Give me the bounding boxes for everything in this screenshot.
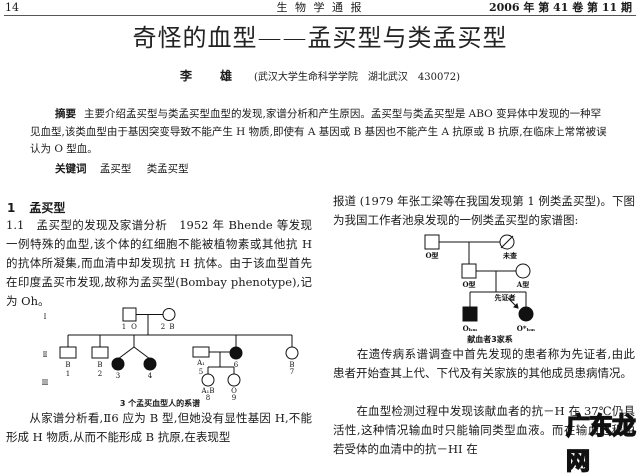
- svg-text:5: 5: [199, 368, 203, 376]
- svg-text:先证者: 先证者: [495, 293, 516, 302]
- svg-text:O: O: [131, 323, 137, 331]
- abstract: 摘要主要介绍孟买型与类孟买型血型的发现,家谱分析和产生原因。孟买型与类孟买型是 …: [30, 106, 610, 159]
- keyword: 类孟买型: [146, 163, 189, 175]
- svg-text:A₁: A₁: [196, 359, 205, 367]
- svg-text:9: 9: [232, 394, 236, 400]
- svg-text:Oₕₘ: Oₕₘ: [463, 324, 478, 333]
- site-watermark: 广东龙网: [565, 411, 636, 475]
- pedigree-male-symbol: [122, 307, 137, 322]
- svg-text:Ⅱ: Ⅱ: [43, 351, 48, 359]
- svg-text:O*ₕₘ: O*ₕₘ: [517, 324, 536, 333]
- svg-text:7: 7: [290, 368, 294, 376]
- svg-text:Ⅰ: Ⅰ: [44, 313, 47, 321]
- svg-text:A₁B: A₁B: [200, 387, 214, 395]
- left-paragraph-2: 从家谱分析看,Ⅱ6 应为 B 型,但她没有显性基因 H,不能形成 H 物质,从而…: [6, 411, 312, 444]
- right-paragraph-1: 在遗传病系谱调查中首先发现的患者称为先证者,由此患者开始查其上代、下代及有关家族…: [333, 347, 635, 380]
- article-title: 奇怪的血型——孟买型与类孟买型: [132, 24, 508, 52]
- svg-text:O: O: [231, 387, 237, 395]
- svg-text:4: 4: [148, 372, 153, 380]
- keywords-label: 关键词: [55, 163, 87, 175]
- svg-text:2: 2: [161, 323, 165, 331]
- right-paragraph-top: 报道 (1979 年张工梁等在我国发现第 1 例类孟买型)。下图为我国工作者池泉…: [333, 194, 635, 227]
- pedigree-chart-para-bombay: O型 未查 O型 A型 先证者 Oₕₘ O*ₕₘ: [424, 234, 536, 333]
- svg-text:B: B: [289, 361, 294, 369]
- keywords: 关键词 孟买型 类孟买型: [55, 162, 201, 176]
- svg-text:未查: 未查: [503, 251, 518, 260]
- author-affiliation: (武汉大学生命科学学院 湖北武汉 430072): [254, 72, 460, 83]
- journal-name: 生 物 学 通 报: [276, 1, 364, 14]
- left-paragraph-1: 1.1 孟买型的发现及家谱分析 1952 年 Bhende 等发现一例特殊的血型…: [6, 218, 312, 308]
- svg-text:A型: A型: [516, 280, 529, 289]
- svg-text:6: 6: [234, 361, 239, 369]
- svg-text:3: 3: [116, 372, 120, 380]
- svg-text:8: 8: [206, 394, 210, 400]
- svg-text:1: 1: [66, 370, 70, 378]
- pedigree-female-symbol: [162, 308, 176, 321]
- svg-text:2: 2: [98, 370, 102, 378]
- issue-info: 2006 年 第 41 卷 第 11 期: [488, 1, 632, 14]
- svg-text:O型: O型: [425, 251, 438, 260]
- svg-text:Ⅲ: Ⅲ: [42, 379, 49, 387]
- section-title: 孟买型: [29, 201, 66, 215]
- figure-caption-pedigree-2: 献血者3家系: [467, 335, 513, 344]
- page-number: 14: [5, 1, 19, 14]
- svg-text:O型: O型: [462, 280, 475, 289]
- header-rule: [4, 15, 636, 16]
- section-number: 1: [7, 201, 16, 215]
- figure-caption-pedigree-1: 3 个孟买血型人的系谱: [119, 399, 201, 408]
- author-line: 李 雄 (武汉大学生命科学学院 湖北武汉 430072): [0, 70, 640, 84]
- abstract-label: 摘要: [55, 108, 76, 120]
- svg-text:B: B: [169, 323, 174, 331]
- author-name: 李 雄: [180, 69, 241, 83]
- keyword: 孟买型: [99, 163, 132, 175]
- svg-text:1: 1: [122, 323, 126, 331]
- section-heading: 1 孟买型: [7, 199, 65, 216]
- svg-text:B: B: [65, 361, 70, 369]
- svg-text:B: B: [97, 361, 102, 369]
- abstract-text: 主要介绍孟买型与类孟买型血型的发现,家谱分析和产生原因。孟买型与类孟买型是 AB…: [30, 108, 607, 155]
